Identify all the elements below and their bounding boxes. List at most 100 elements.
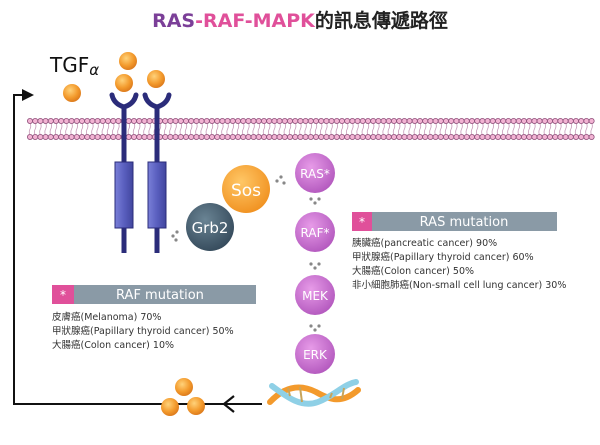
lipid-head — [182, 118, 189, 125]
lipid-head — [193, 118, 200, 125]
lipid-head — [110, 118, 117, 125]
lipid-head — [260, 118, 267, 125]
alpha-symbol: α — [89, 61, 99, 79]
lipid-head — [47, 133, 54, 140]
lipid-head — [198, 118, 205, 125]
lipid-head — [302, 118, 309, 125]
receptor-left — [109, 92, 139, 253]
lipid-head — [172, 118, 179, 125]
lipid-head — [94, 118, 101, 125]
title-raf: RAF — [203, 10, 245, 32]
lipid-head — [63, 133, 70, 140]
lipid-head — [338, 118, 345, 125]
lipid-head — [390, 133, 397, 140]
lipid-head — [42, 133, 49, 140]
lipid-head — [68, 118, 75, 125]
lipid-head — [333, 133, 340, 140]
ras-mutation-line: 甲狀腺癌(Papillary thyroid cancer) 60% — [352, 251, 534, 263]
lipid-head — [328, 118, 335, 125]
lipid-head — [229, 133, 236, 140]
ligand-ball — [161, 398, 179, 416]
sos-label: Sos — [231, 181, 261, 201]
lipid-head — [573, 118, 580, 125]
lipid-head — [42, 118, 49, 125]
lipid-head — [198, 133, 205, 140]
lipid-head — [255, 133, 262, 140]
lipid-head — [318, 133, 325, 140]
title-sep-2: - — [245, 10, 253, 32]
lipid-head — [333, 118, 340, 125]
lipid-head — [359, 118, 366, 125]
lipid-head — [380, 118, 387, 125]
lipid-head — [521, 118, 528, 125]
lipid-head — [110, 133, 117, 140]
lipid-head — [162, 133, 169, 140]
lipid-head — [328, 133, 335, 140]
lipid-head — [494, 118, 501, 125]
lipid-head — [307, 118, 314, 125]
lipid-head — [521, 133, 528, 140]
lipid-head — [292, 133, 299, 140]
ligand-ball — [187, 397, 205, 415]
lipid-head — [224, 133, 231, 140]
ras-mutation-panel: * RAS mutation 胰臟癌(pancreatic cancer) 90… — [352, 212, 566, 291]
lipid-head — [302, 133, 309, 140]
lipid-head — [188, 118, 195, 125]
lipid-head — [500, 118, 507, 125]
lipid-head — [526, 118, 533, 125]
lipid-head — [73, 118, 80, 125]
feedback-loop-arrow — [13, 89, 258, 405]
lipid-head — [89, 133, 96, 140]
lipid-head — [526, 133, 533, 140]
lipid-head — [422, 118, 429, 125]
lipid-head — [286, 118, 293, 125]
lipid-head — [79, 118, 86, 125]
lipid-head — [37, 133, 44, 140]
lipid-head — [32, 133, 39, 140]
lipid-head — [271, 133, 278, 140]
tgf-alpha-label: TGFα — [49, 53, 99, 79]
lipid-head — [406, 118, 413, 125]
ras-protein — [295, 153, 335, 193]
raf-mutation-line: 大腸癌(Colon cancer) 10% — [52, 339, 174, 351]
erk-label: ERK — [303, 348, 328, 362]
lipid-head — [468, 118, 475, 125]
lipid-head — [68, 133, 75, 140]
lipid-head — [73, 133, 80, 140]
lipid-head — [505, 133, 512, 140]
lipid-head — [453, 118, 460, 125]
lipid-head — [219, 133, 226, 140]
lipid-head — [531, 133, 538, 140]
lipid-head — [453, 133, 460, 140]
lipid-head — [130, 118, 137, 125]
lipid-head — [370, 133, 377, 140]
lipid-head — [432, 133, 439, 140]
lipid-head — [531, 118, 538, 125]
lipid-head — [105, 133, 112, 140]
lipid-head — [219, 118, 226, 125]
lipid-head — [312, 133, 319, 140]
lipid-head — [115, 118, 122, 125]
lipid-head — [364, 118, 371, 125]
lipid-head — [458, 118, 465, 125]
raf-mutation-line: 皮膚癌(Melanoma) 70% — [52, 311, 161, 323]
ras-mutation-line: 大腸癌(Colon cancer) 50% — [352, 265, 474, 277]
lipid-head — [578, 133, 585, 140]
lipid-head — [567, 118, 574, 125]
lipid-head — [245, 118, 252, 125]
cell-membrane — [26, 118, 595, 140]
ligand-ball — [147, 70, 165, 88]
ligand-ball — [175, 378, 193, 396]
lipid-head — [354, 133, 361, 140]
lipid-head — [276, 118, 283, 125]
lipid-head — [234, 118, 241, 125]
erk-protein — [295, 334, 335, 374]
lipid-head — [229, 118, 236, 125]
raf-mutation-title: RAF mutation — [116, 288, 204, 303]
lipid-head — [208, 133, 215, 140]
lipid-head — [411, 133, 418, 140]
lipid-head — [250, 118, 257, 125]
raf-mutation-badge — [52, 285, 74, 304]
receptor-right — [142, 92, 172, 253]
page-title: RAS-RAF-MAPK的訊息傳遞路徑 — [152, 9, 448, 32]
